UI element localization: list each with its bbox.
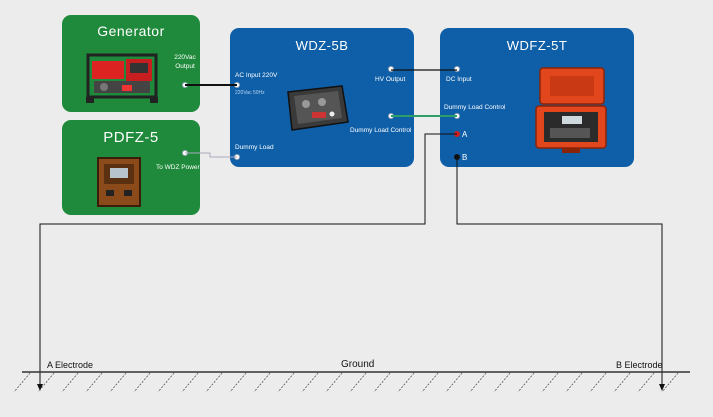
ground-hatch-mark: [37, 372, 55, 393]
generator-output-label: 220Vac Output: [172, 53, 198, 71]
ground-hatch-mark: [157, 372, 175, 393]
transmitter-photo-icon: [287, 85, 349, 131]
ground-hatch-mark: [301, 372, 319, 393]
ground-hatch-mark: [205, 372, 223, 393]
ground-hatch-mark: [133, 372, 151, 393]
wdz-title: WDZ-5B: [295, 38, 349, 53]
generator-output-text: 220Vac Output: [174, 54, 196, 70]
wdz-box: WDZ-5B AC Input 220V 220Vac 50Hz HV Outp…: [230, 28, 414, 167]
ground-hatch-mark: [253, 372, 271, 393]
wdfz-b-terminal[interactable]: [454, 154, 460, 160]
wdz-dummy-load-label: Dummy Load: [235, 144, 274, 151]
wdfz-dummy-load-control-terminal[interactable]: [454, 113, 460, 119]
ground-hatch-mark: [277, 372, 295, 393]
ground-hatch-mark: [565, 372, 583, 393]
wdfz-a-terminal[interactable]: [454, 131, 460, 137]
ground-hatch-mark: [85, 372, 103, 393]
generator-title: Generator: [97, 23, 165, 39]
wdz-hv-output-terminal[interactable]: [388, 66, 394, 72]
ground-hatch-mark: [397, 372, 415, 393]
wdfz-a-label: A: [462, 130, 468, 139]
power-supply-photo-icon: [97, 157, 141, 207]
ground-hatch-mark: [325, 372, 343, 393]
ground-hatch-mark: [349, 372, 367, 393]
wdfz-box: WDFZ-5T DC Input Dummy Load Control A B: [440, 28, 634, 167]
ground-hatch-mark: [637, 372, 655, 393]
ground-hatch-mark: [661, 372, 679, 393]
ground-hatch-mark: [229, 372, 247, 393]
pdfz-output-label: To WDZ Power: [156, 164, 200, 171]
generator-box: Generator 220Vac Output: [62, 15, 200, 112]
wdz-dummy-load-terminal[interactable]: [234, 154, 240, 160]
ground-label: Ground: [341, 359, 375, 370]
ground-hatch-mark: [421, 372, 439, 393]
wire-b-electrode: [456, 157, 663, 388]
wdz-hv-output-label: HV Output: [375, 76, 406, 83]
ground-hatch-mark: [445, 372, 463, 393]
receiver-case-photo-icon: [535, 67, 607, 153]
ground-hatching: [13, 372, 679, 393]
ground-hatch-mark: [517, 372, 535, 393]
wdfz-title: WDFZ-5T: [506, 38, 568, 53]
a-electrode-arrow: [37, 384, 43, 391]
wdz-dummy-load-control-terminal[interactable]: [388, 113, 394, 119]
b-electrode-label: B Electrode: [616, 360, 663, 370]
wdfz-dummy-load-control-label: Dummy Load Control: [444, 104, 506, 111]
wdz-ac-input-label: AC Input 220V: [235, 72, 278, 79]
generator-output-terminal[interactable]: [182, 82, 188, 88]
wdfz-dc-input-terminal[interactable]: [454, 66, 460, 72]
generator-photo-icon: [86, 53, 158, 103]
ground-hatch-mark: [541, 372, 559, 393]
ground-hatch-mark: [613, 372, 631, 393]
ground-hatch-mark: [109, 372, 127, 393]
ground-hatch-mark: [373, 372, 391, 393]
ground-hatch-mark: [469, 372, 487, 393]
wdz-dummy-load-control-label: Dummy Load Control: [350, 127, 412, 134]
pdfz-box: PDFZ-5 To WDZ Power: [62, 120, 200, 215]
pdfz-title: PDFZ-5: [103, 129, 159, 146]
ground-hatch-mark: [61, 372, 79, 393]
ground-hatch-mark: [493, 372, 511, 393]
wdfz-dc-input-label: DC Input: [446, 76, 472, 83]
wdz-ac-input-terminal[interactable]: [234, 82, 240, 88]
wdfz-b-label: B: [462, 153, 468, 162]
pdfz-output-terminal[interactable]: [182, 150, 188, 156]
ground-hatch-mark: [13, 372, 31, 393]
ground-hatch-mark: [181, 372, 199, 393]
b-electrode-arrow: [659, 384, 665, 391]
wdz-ac-input-sub: 220Vac 50Hz: [235, 90, 265, 96]
ground-hatch-mark: [589, 372, 607, 393]
a-electrode-label: A Electrode: [47, 360, 94, 370]
